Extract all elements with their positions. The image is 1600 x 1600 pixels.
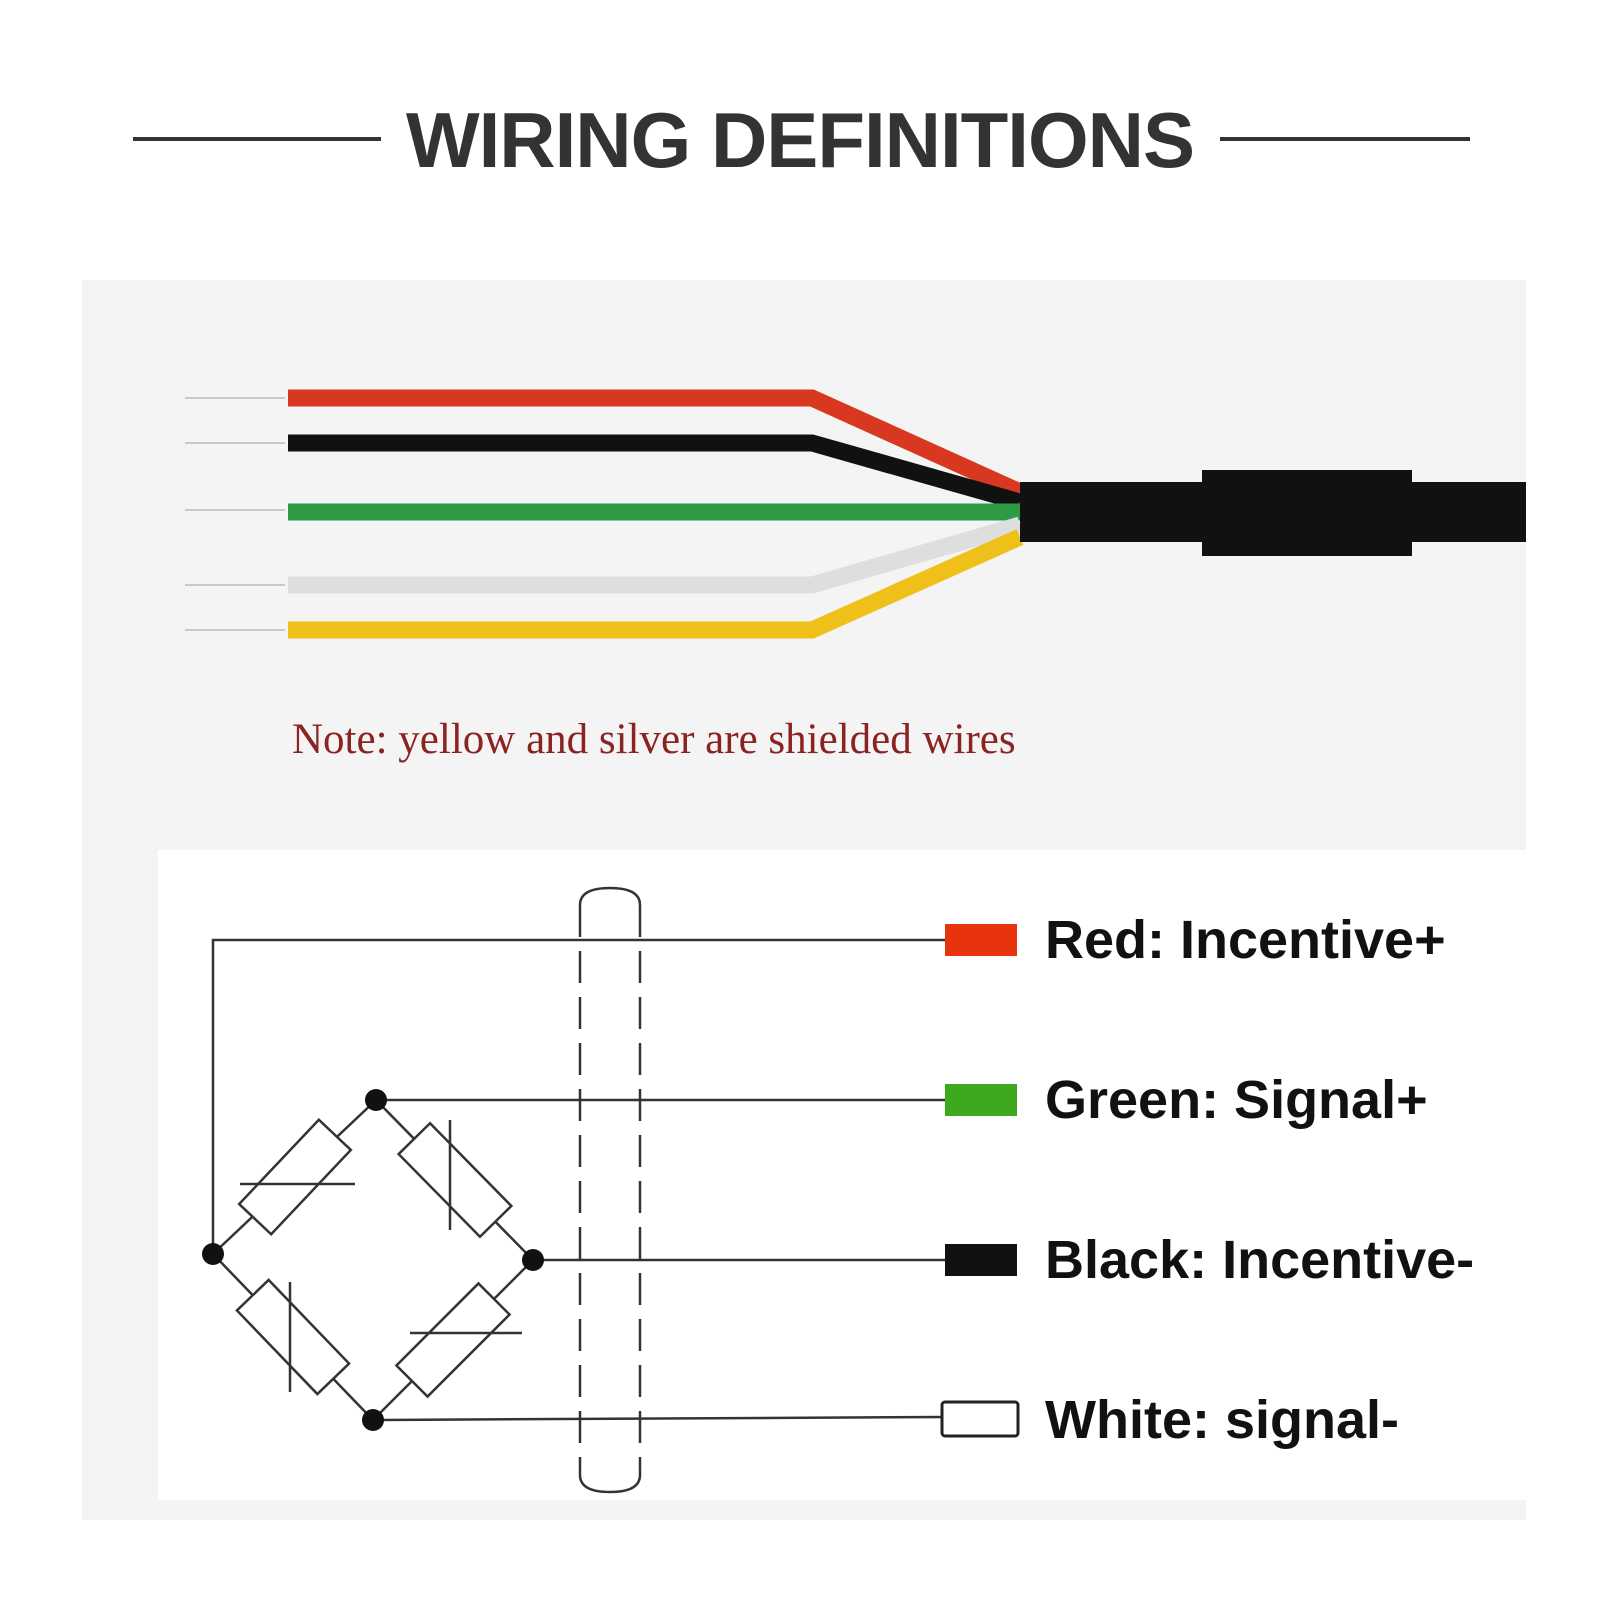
strain-gauge-top-right [396, 1120, 514, 1239]
legend-label-red: Red: Incentive+ [1045, 910, 1446, 970]
legend-swatch-white [940, 1400, 1020, 1438]
wire-black [288, 434, 1023, 511]
lead-red [211, 938, 945, 1254]
legend-label-green: Green: Signal+ [1045, 1070, 1428, 1130]
legend-label-white: White: signal- [1045, 1390, 1399, 1450]
cable-sleeve [1202, 470, 1412, 556]
title-rule-right [1220, 137, 1470, 141]
node-right [522, 1249, 544, 1271]
strain-gauge-bottom-right [394, 1281, 522, 1399]
legend-swatch-green [945, 1084, 1017, 1116]
bridge-arms [212, 1099, 534, 1421]
wire-silver [288, 516, 1023, 594]
shield-note: Note: yellow and silver are shielded wir… [292, 716, 1016, 763]
bridge-nodes [202, 1089, 544, 1431]
wire-red [288, 389, 1024, 500]
legend-label-black: Black: Incentive- [1045, 1230, 1475, 1290]
title-row: WIRING DEFINITIONS [0, 90, 1600, 190]
schematic-panel [158, 850, 1553, 1500]
cable-shield [578, 886, 642, 1494]
lead-white [372, 1415, 946, 1422]
node-bottom [362, 1409, 384, 1431]
title-rule-left [133, 137, 381, 141]
legend-swatch-black [945, 1244, 1017, 1276]
wire-yellow [288, 529, 1024, 639]
legend-swatch-red [945, 924, 1017, 956]
bare-conductors [185, 397, 285, 631]
page-title: WIRING DEFINITIONS [406, 96, 1195, 184]
strain-gauge-top-left [237, 1117, 355, 1237]
node-top [365, 1089, 387, 1111]
strain-gauge-bottom-left [235, 1278, 351, 1396]
node-left [202, 1243, 224, 1265]
